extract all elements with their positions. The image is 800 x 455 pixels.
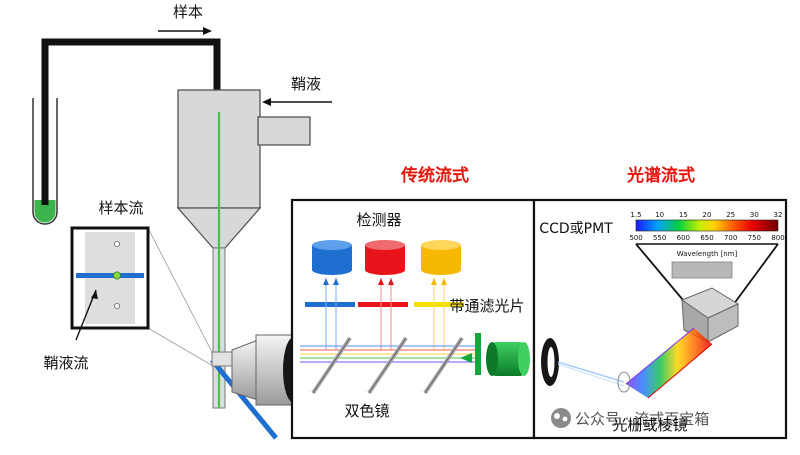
spectrum-top-tick-5: 30 <box>750 211 759 219</box>
detector-red <box>365 240 405 275</box>
projection-line-left <box>635 243 689 307</box>
wavelength-axis-label: Wavelength [nm] <box>677 250 738 258</box>
ccd-pmt-label: CCD或PMT <box>539 221 613 237</box>
grating-fan <box>617 327 713 399</box>
spectral-detector <box>680 287 740 343</box>
spectrum-top-tick-3: 20 <box>703 211 712 219</box>
spectrum-bottom-tick-0: 500 <box>629 234 642 242</box>
sample-stream-label: 样本流 <box>98 199 143 217</box>
sheath-stream-label: 鞘液流 <box>43 354 88 372</box>
conventional-title: 传统流式 <box>400 165 469 186</box>
detectors-label: 检测器 <box>356 211 401 229</box>
sample-flow-arrow <box>158 27 212 35</box>
filter-red <box>358 302 408 307</box>
spectrum-bottom-tick-3: 650 <box>700 234 713 242</box>
spectrum-bottom-tick-1: 550 <box>653 234 666 242</box>
detector-blue <box>312 240 352 275</box>
detector-yellow <box>421 240 461 275</box>
ccd-sensor <box>671 261 733 279</box>
grating-prism-label: 光栅或棱镜 <box>612 416 687 434</box>
filter-green <box>475 333 481 375</box>
light-paths-up <box>323 278 447 350</box>
bandpass-filter-label: 带通滤光片 <box>449 297 524 315</box>
spectral-title: 光谱流式 <box>626 165 695 186</box>
conventional-box <box>290 198 536 440</box>
filter-yellow <box>414 302 464 307</box>
spectral-entrance <box>541 338 625 387</box>
spectrum-top-tick-4: 25 <box>726 211 735 219</box>
spectrum-bottom-ticks: 500 550 600 650 700 750 800 <box>629 234 784 242</box>
watermark: 公众号 · 流式百宝箱 <box>551 408 709 428</box>
filter-blue <box>305 302 355 307</box>
spectrum-bottom-tick-6: 800 <box>771 234 784 242</box>
green-arrow <box>460 353 472 363</box>
spectrum-top-tick-0: 1.5 <box>630 211 641 219</box>
spectrum-bottom-tick-4: 700 <box>724 234 737 242</box>
spectrum-top-tick-6: 32 <box>774 211 783 219</box>
emission-beam <box>300 345 478 363</box>
dichroic-mirror-label: 双色镜 <box>344 402 389 420</box>
sheath-flow-arrow <box>262 98 332 106</box>
watermark-text: 公众号 · 流式百宝箱 <box>575 410 709 428</box>
sample-line <box>41 38 221 205</box>
spectrum-top-tick-1: 10 <box>655 211 664 219</box>
dichroic-mirrors <box>311 336 464 395</box>
sample-label: 样本 <box>173 3 203 21</box>
spectrum-bottom-tick-5: 750 <box>748 234 761 242</box>
stream-inset <box>70 226 214 367</box>
laser-beam <box>210 358 278 440</box>
spectrum-bottom-tick-2: 600 <box>677 234 690 242</box>
spectrum-scale: 1.5 10 15 20 25 30 32 500 550 600 650 700 750 800 Wa… <box>629 211 784 258</box>
spectrum-top-tick-2: 15 <box>679 211 688 219</box>
sheath-label: 鞘液 <box>291 75 321 93</box>
spectrum-bar <box>635 219 779 232</box>
spectrum-top-ticks: 1.5 10 15 20 25 30 32 <box>630 211 782 219</box>
detector-green <box>486 342 530 376</box>
sample-liquid <box>34 200 56 223</box>
spectral-box <box>532 198 788 440</box>
